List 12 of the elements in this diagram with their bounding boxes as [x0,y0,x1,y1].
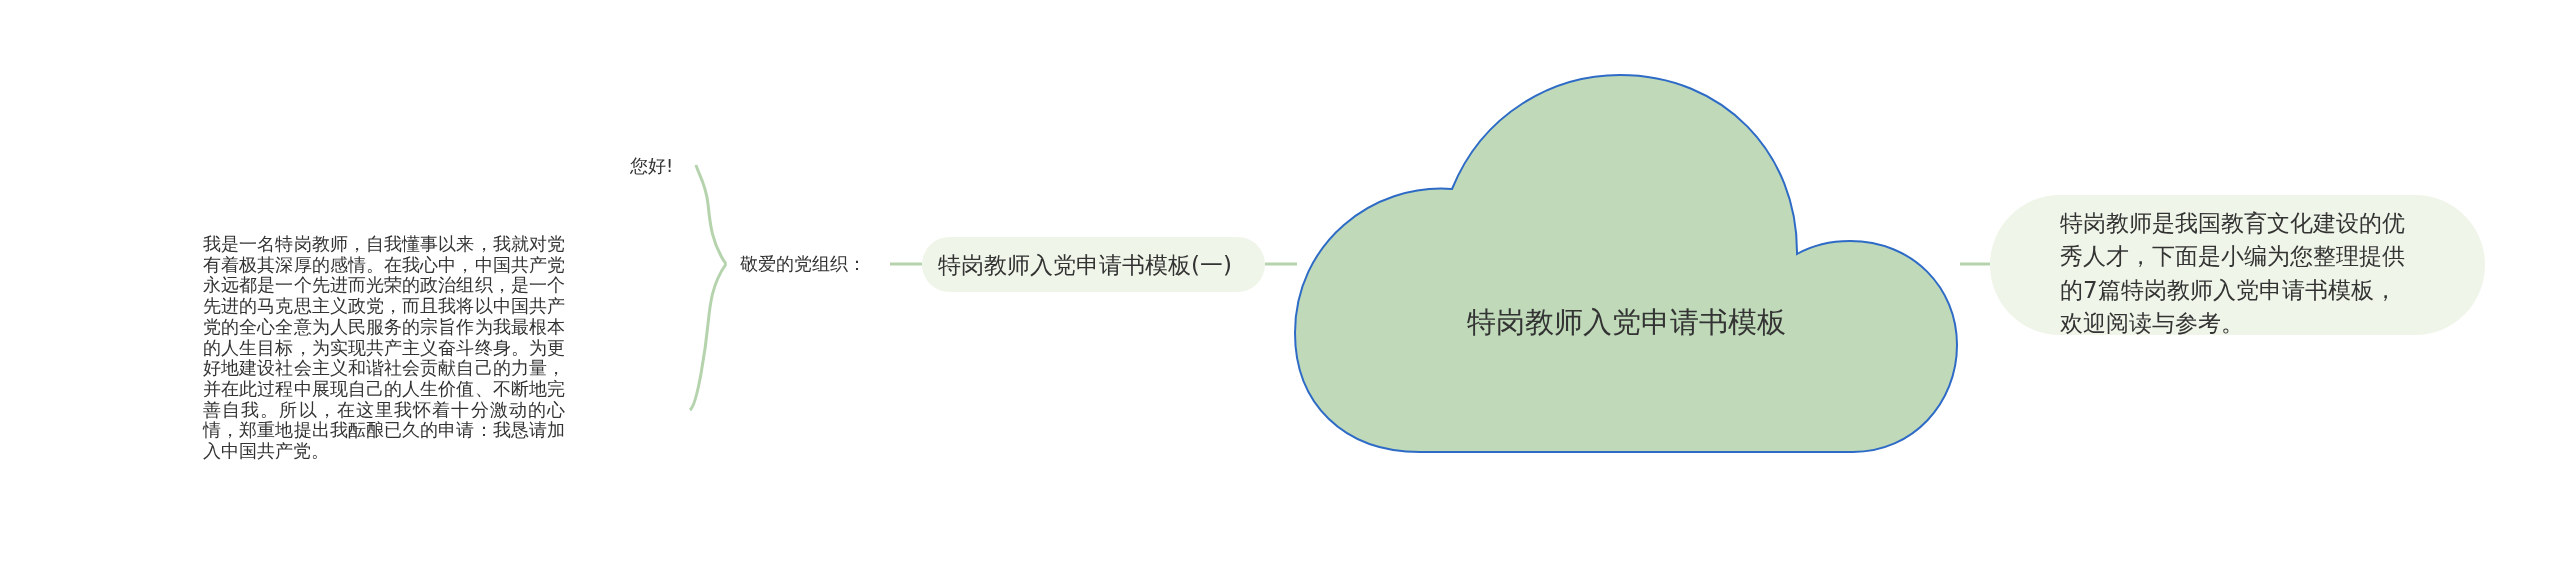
brace-connector [688,263,728,411]
paragraph-text: 我是一名特岗教师，自我懂事以来，我就对党有着极其深厚的感情。在我心中，中国共产党永远都是一个先进而光荣的政治组织，是一个先进的马克思主义政党，而且我将以中国共产党的全心全意为人民服务的宗旨作为我最根本的人生目标，为实现共产主义奋斗终身。为更好地建设社会主义和谐社会贡献自己的力量，并在此过程中展现自己的人生价值、不断地完善自我。所以，在这里我怀着十分激动的心情，郑重地提出我酝酿已久的申请：我恳请加入中国共产党。 [203,234,565,490]
cloud-label: 特岗教师入党申请书模板 [1466,305,1787,339]
cloud-node [1293,73,1960,455]
connector-line [1960,262,1990,266]
connector-line [890,262,922,266]
connector-line [1265,262,1297,266]
summary-box: 特岗教师是我国教育文化建设的优秀人才，下面是小编为您整理提供的7篇特岗教师入党申请书模板，欢迎阅读与参考。 [1990,195,2485,335]
topic-box: 特岗教师入党申请书模板(一) [922,237,1265,292]
greeting-label: 您好! [630,153,690,179]
brace-connector [694,164,728,265]
topic-label: 敬爱的党组织： [740,250,890,278]
